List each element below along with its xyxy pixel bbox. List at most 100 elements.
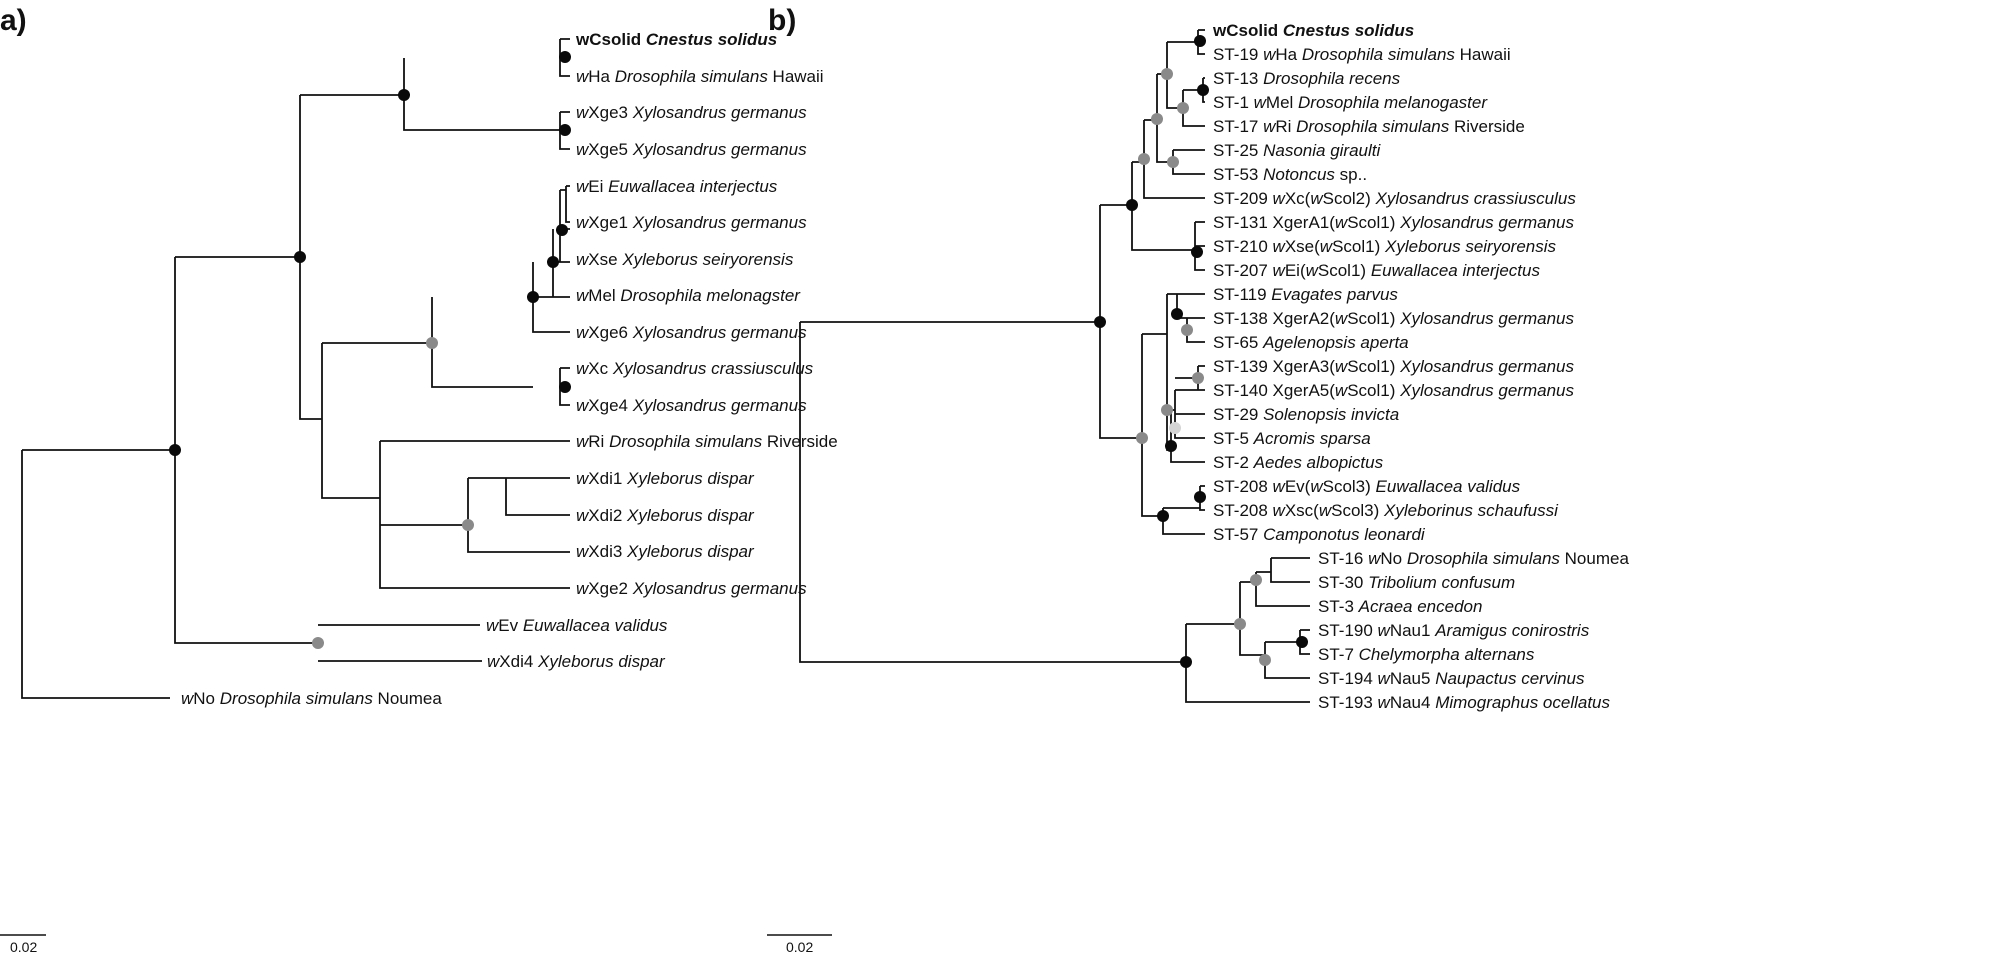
tip-label-segment: w [1320,237,1334,256]
tip-label-segment: Cnestus solidus [1283,21,1414,40]
tree-panel-b: b) [767,4,1629,955]
tip-label-segment: w [1273,189,1287,208]
tip-label-segment: ST-2 [1213,453,1254,472]
tip-label-segment: w [1335,309,1349,328]
support-node [1296,636,1308,648]
tip-label: wXdi2 Xyleborus dispar [576,506,755,525]
tip-label-segment: w [576,67,590,86]
support-node [294,251,306,263]
tip-label: ST-17 wRi Drosophila simulans Riverside [1213,117,1525,136]
tip-label-segment: w [576,469,590,488]
tip-label-segment: ST-193 [1318,693,1378,712]
support-node [1138,153,1150,165]
tip-label-segment: Xge4 [588,396,632,415]
tip-label-segment: w [576,323,590,342]
tip-label-segment: w [576,396,590,415]
tip-label-segment: sp.. [1335,165,1367,184]
tip-label-segment: Xsc( [1285,501,1319,520]
tip-label: wXc Xylosandrus crassiusculus [576,359,814,378]
tip-label-segment: w [1335,381,1349,400]
tip-label: ST-208 wXsc(wScol3) Xyleborinus schaufus… [1213,501,1559,520]
tip-label-segment: Xdi3 [588,542,627,561]
tip-label: wXge1 Xylosandrus germanus [576,213,807,232]
tip-label: ST-19 wHa Drosophila simulans Hawaii [1213,45,1511,64]
tip-label-segment: Xylosandrus germanus [632,103,807,122]
tip-label: ST-3 Acraea encedon [1318,597,1482,616]
tip-label: wEi Euwallacea interjectus [576,177,778,196]
tip-label-segment: Xylosandrus germanus [632,579,807,598]
tip-label: wXge5 Xylosandrus germanus [576,140,807,159]
tip-label-segment: Xyleborus dispar [537,652,666,671]
tip-label-segment: w [1335,213,1349,232]
tip-label: ST-16 wNo Drosophila simulans Noumea [1318,549,1629,568]
tip-label-segment: ST-7 [1318,645,1359,664]
tip-label-segment: No [193,689,219,708]
tip-label-segment: ST-53 [1213,165,1263,184]
tip-label-segment: w [1319,501,1333,520]
tip-label-segment: w [576,250,590,269]
tip-label-segment: ST-139 XgerA3( [1213,357,1335,376]
tip-label-segment: Ri [588,432,609,451]
tip-label-segment: ST-119 [1213,285,1271,304]
tip-label-segment: Mel [1266,93,1298,112]
support-node [1234,618,1246,630]
tip-label-segment: Xdi2 [588,506,627,525]
tip-label-segment: w [1310,477,1324,496]
tip-label-segment: ST-208 [1213,501,1273,520]
tip-label: wXge2 Xylosandrus germanus [576,579,807,598]
tip-label: wMel Drosophila melonagster [576,286,801,305]
tip-label: ST-65 Agelenopsis aperta [1213,333,1409,352]
tip-label-segment: Csolid [589,30,646,49]
support-node [398,89,410,101]
tree-b-tip-labels: wCsolid Cnestus solidus ST-19 wHa Drosop… [1212,21,1629,712]
support-node [547,256,559,268]
tip-label-segment: Xylosandrus germanus [632,213,807,232]
tip-label-segment: No [1380,549,1406,568]
tree-b-branches [799,29,1310,703]
tip-label: ST-30 Tribolium confusum [1318,573,1515,592]
tip-label-segment: Solenopsis invicta [1263,405,1399,424]
tip-label-segment: ST-1 [1213,93,1254,112]
tip-label-segment: Chelymorpha alternans [1359,645,1535,664]
tip-label-segment: Nau4 [1390,693,1435,712]
tree-panel-a: a) wCsolid Cnestus solidus wHa Drosophil… [0,4,838,955]
tip-label: ST-208 wEv(wScol3) Euwallacea validus [1213,477,1521,496]
tip-label-segment: Camponotus leonardi [1263,525,1426,544]
tip-label: wXge6 Xylosandrus germanus [576,323,807,342]
support-node [1165,440,1177,452]
tip-label-segment: Nau1 [1390,621,1435,640]
tip-label-segment: Drosophila recens [1263,69,1401,88]
tip-label: ST-193 wNau4 Mimographus ocellatus [1318,693,1611,712]
tip-label-segment: Aramigus conirostris [1434,621,1589,640]
tip-label: ST-139 XgerA3(wScol1) Xylosandrus german… [1213,357,1574,376]
tip-label: wXse Xyleborus seiryorensis [576,250,794,269]
tip-label-segment: ST-210 [1213,237,1273,256]
tip-label-segment: w [576,177,590,196]
tip-label-segment: w [576,286,590,305]
tip-label: ST-57 Camponotus leonardi [1213,525,1426,544]
tip-label-segment: Drosophila simulans [1302,45,1456,64]
tip-label-segment: Drosophila simulans [609,432,763,451]
support-node [1194,35,1206,47]
tip-label-segment: Drosophila simulans [220,689,374,708]
support-node [1167,156,1179,168]
tip-label-segment: Xylosandrus germanus [1399,309,1574,328]
tip-label-segment: w [576,213,590,232]
tip-label-segment: Ha [588,67,614,86]
tip-label-segment: Scol1) [1347,309,1400,328]
tip-label-segment: w [486,616,500,635]
tip-label-segment: ST-30 [1318,573,1368,592]
scale-bar-a: 0.02 [0,934,46,955]
tip-label: ST-119 Evagates parvus [1213,285,1398,304]
tip-label-segment: Nasonia giraulti [1263,141,1381,160]
tip-label-segment: w [576,359,590,378]
tip-label-segment: Xylosandrus germanus [1399,357,1574,376]
tip-label: ST-7 Chelymorpha alternans [1318,645,1535,664]
tip-label-segment: Ha [1275,45,1301,64]
tip-label-segment: Xyleborinus schaufussi [1383,501,1559,520]
tip-label-segment: Xge2 [588,579,632,598]
tip-label-segment: Xse [588,250,622,269]
tip-label-segment: ST-16 [1318,549,1368,568]
tip-label-segment: w [1378,693,1392,712]
tip-label-segment: ST-190 [1318,621,1378,640]
